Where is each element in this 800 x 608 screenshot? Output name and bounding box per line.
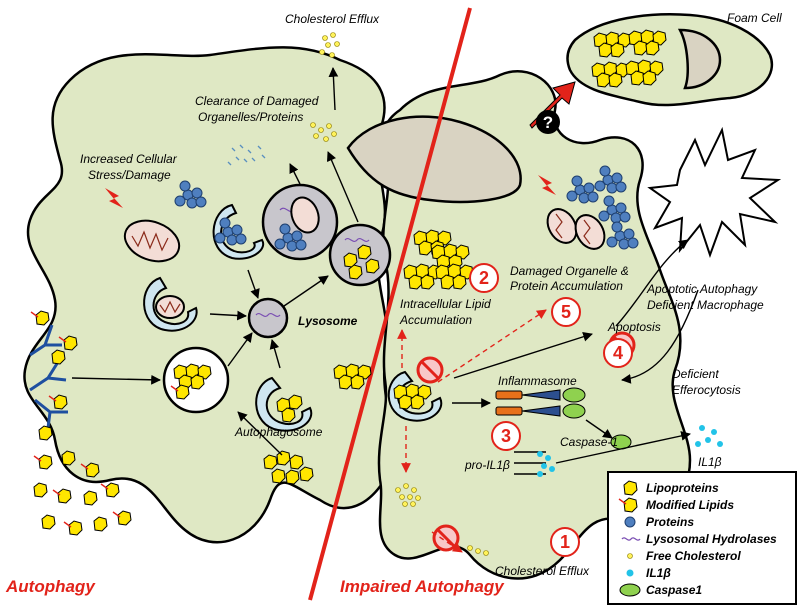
autolysosome-lipids xyxy=(328,223,392,287)
lipoprotein-receptor xyxy=(29,310,78,441)
step-1: 1 xyxy=(550,527,580,557)
nucleus xyxy=(346,115,522,204)
step-4: 4 xyxy=(603,338,633,368)
label-clearance-2: Organelles/Proteins xyxy=(198,110,303,124)
legend-item-modified-lipids: Modified Lipids xyxy=(618,497,734,513)
svg-text:?: ? xyxy=(543,113,553,132)
inflammasome xyxy=(495,387,586,419)
trapped-cholesterol xyxy=(395,483,421,507)
phagosome-lipoproteins xyxy=(162,346,230,414)
label-cholesterol-efflux-bottom: Cholesterol Efflux xyxy=(495,564,590,578)
legend-item-il1b: IL1β xyxy=(626,566,671,580)
svg-text:Free Cholesterol: Free Cholesterol xyxy=(646,549,741,563)
label-autophagosome: Autophagosome xyxy=(234,425,323,439)
legend-item-lipoproteins: Lipoproteins xyxy=(623,480,719,496)
step-3: 3 xyxy=(491,421,521,451)
svg-text:Caspase1: Caspase1 xyxy=(646,583,702,597)
svg-text:Lipoproteins: Lipoproteins xyxy=(646,481,719,495)
svg-text:Proteins: Proteins xyxy=(646,515,694,529)
blocked-autophagosome xyxy=(387,356,444,422)
label-apoptotic-1: Apoptotic Autophagy xyxy=(646,282,758,296)
label-il1b: IL1β xyxy=(698,455,722,469)
label-intracellular-2: Accumulation xyxy=(399,313,472,327)
legend-item-hydrolases: Lysosomal Hydrolases xyxy=(621,532,777,546)
label-stress-1: Increased Cellular xyxy=(80,152,178,166)
label-clearance-1: Clearance of Damaged xyxy=(195,94,319,108)
damaged-mitochondrion xyxy=(123,219,181,263)
legend: Lipoproteins Modified Lipids Proteins Ly… xyxy=(607,471,797,605)
label-deficient-1: Deficient xyxy=(672,367,719,381)
damaged-mitochondria-right xyxy=(546,208,606,250)
free-cholesterol-top xyxy=(310,32,340,142)
svg-text:Lysosomal Hydrolases: Lysosomal Hydrolases xyxy=(646,532,777,546)
lysosome xyxy=(247,297,289,339)
label-inflammasome: Inflammasome xyxy=(498,374,577,388)
section-title-autophagy: Autophagy xyxy=(5,577,96,596)
step-5: 5 xyxy=(551,297,581,327)
label-caspase1: Caspase-1 xyxy=(560,435,618,449)
label-damaged-2: Protein Accumulation xyxy=(510,279,623,293)
label-lysosome: Lysosome xyxy=(298,314,358,328)
label-intracellular-1: Intracellular Lipid xyxy=(400,297,491,311)
il1b-released xyxy=(695,425,723,447)
label-deficient-2: Efferocytosis xyxy=(672,383,741,397)
section-title-impaired: Impaired Autophagy xyxy=(340,577,505,596)
label-foam-cell: Foam Cell xyxy=(727,11,782,25)
label-damaged-1: Damaged Organelle & xyxy=(510,264,629,278)
svg-text:2: 2 xyxy=(479,268,489,288)
blocked-efflux xyxy=(432,524,489,556)
arrows-left xyxy=(71,67,359,456)
legend-item-free-cholesterol: Free Cholesterol xyxy=(627,549,741,563)
foam-cell-nucleus xyxy=(677,28,722,90)
autolysosome-mitochondrion xyxy=(261,183,339,261)
legend-item-caspase1: Caspase1 xyxy=(619,583,702,597)
svg-text:IL1β: IL1β xyxy=(646,566,671,580)
foam-cell-transition-arrow: ? xyxy=(529,81,576,134)
svg-text:3: 3 xyxy=(501,426,511,446)
label-apoptosis: Apoptosis xyxy=(607,320,661,334)
apoptotic-cell xyxy=(647,126,782,259)
svg-text:Modified Lipids: Modified Lipids xyxy=(646,498,734,512)
divider-line xyxy=(308,7,472,601)
legend-item-proteins: Proteins xyxy=(624,515,694,529)
autophagosome-lipids xyxy=(255,376,313,432)
foam-cell xyxy=(566,13,773,107)
label-apoptotic-2: Deficient Macrophage xyxy=(647,298,764,312)
label-pro-il1b: pro-IL1β xyxy=(464,458,510,472)
phagophore-mitochondrion xyxy=(143,276,198,332)
arrows-right xyxy=(397,239,699,553)
pro-il1b xyxy=(514,451,555,477)
svg-text:1: 1 xyxy=(560,532,570,552)
label-stress-2: Stress/Damage xyxy=(88,168,171,182)
cleared-protein-debris xyxy=(227,144,266,166)
phagophore-proteins xyxy=(212,203,265,260)
label-cholesterol-efflux-top: Cholesterol Efflux xyxy=(285,12,380,26)
svg-text:4: 4 xyxy=(613,343,623,363)
step-2: 2 xyxy=(469,263,499,293)
svg-text:5: 5 xyxy=(561,302,571,322)
